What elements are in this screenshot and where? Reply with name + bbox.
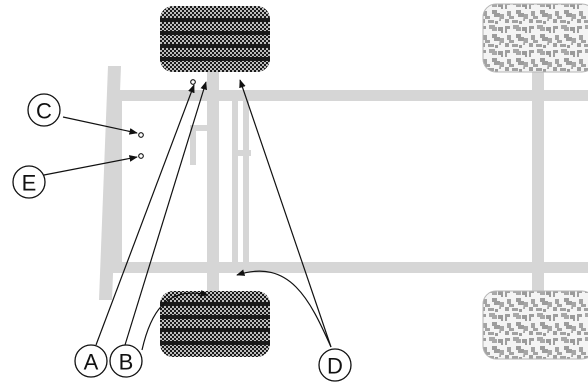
leader-d-curve	[236, 269, 332, 348]
callout-c-label: C	[36, 99, 52, 124]
leader-b	[124, 81, 207, 346]
leader-b-curve	[141, 290, 209, 351]
top-longitudinal-rail	[108, 90, 588, 101]
callout-d: D	[318, 348, 352, 382]
measurement-point-c	[138, 132, 144, 138]
steering-link-mid	[237, 150, 251, 156]
rear-left-wheel	[482, 3, 588, 73]
steering-link-top	[190, 125, 208, 131]
leader-a	[95, 84, 195, 346]
rear-axle-beam	[532, 72, 544, 302]
leader-e	[43, 155, 138, 176]
callout-c: C	[27, 93, 61, 127]
front-right-wheel	[160, 291, 270, 357]
leader-c	[62, 116, 138, 135]
inner-rail-right	[243, 101, 249, 262]
bottom-longitudinal-rail	[108, 262, 588, 273]
measurement-point-a	[190, 79, 196, 85]
callout-e: E	[12, 165, 46, 199]
leader-lines	[43, 79, 332, 351]
front-left-wheel	[160, 6, 270, 72]
callout-a: A	[74, 344, 108, 378]
callout-a-label: A	[84, 350, 99, 375]
front-axle-beam	[207, 72, 219, 302]
front-crossmember	[112, 90, 122, 273]
inner-rail-left	[232, 101, 238, 262]
callout-e-label: E	[22, 171, 37, 196]
callout-d-label: D	[327, 354, 343, 379]
steering-link-vertical	[190, 125, 196, 165]
rear-right-wheel	[482, 290, 588, 360]
callout-b: B	[109, 344, 143, 378]
chassis-frame	[99, 66, 588, 302]
callout-b-label: B	[119, 350, 134, 375]
measurement-point-e	[138, 153, 144, 159]
leader-d-top	[239, 79, 332, 348]
